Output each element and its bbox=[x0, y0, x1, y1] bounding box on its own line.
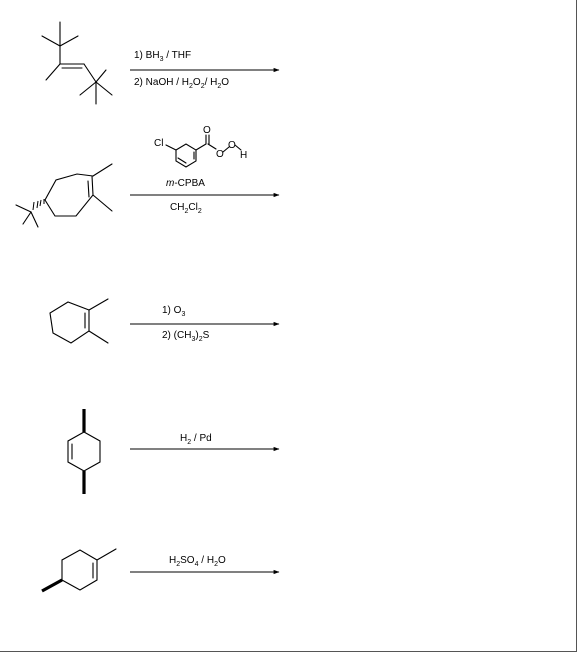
reaction-2-conditions-top: m-CPBA bbox=[166, 178, 205, 189]
reaction-4-conditions-top: H2 / Pd bbox=[180, 433, 212, 446]
reactant-2-tbutyl-dimethylcyclohexene bbox=[15, 163, 113, 228]
reagent-atom-o2: O bbox=[216, 149, 224, 160]
reaction-1-conditions-bottom: 2) NaOH / H2O2/ H2O bbox=[134, 77, 229, 90]
reaction-1: 1) BH3 / THF 2) NaOH / H2O2/ H2O bbox=[41, 21, 280, 105]
reagent-mcpba-structure: Cl O O O H bbox=[154, 125, 247, 168]
reagent-atom-o1: O bbox=[203, 125, 211, 136]
reaction-condition-text: CH2Cl2 bbox=[170, 202, 202, 215]
reaction-2-conditions-bottom: CH2Cl2 bbox=[170, 202, 202, 215]
reaction-3-conditions-bottom: 2) (CH3)2S bbox=[162, 330, 210, 343]
reaction-condition-text: 1) BH3 / THF bbox=[134, 50, 191, 63]
reaction-1-conditions-top: 1) BH3 / THF bbox=[134, 50, 191, 63]
reaction-5-conditions-top: H2SO4 / H2O bbox=[169, 555, 226, 568]
reaction-condition-text: 1) O3 bbox=[162, 305, 185, 318]
reaction-condition-text: 2) NaOH / H2O2/ H2O bbox=[134, 77, 229, 90]
reaction-condition-text: H2SO4 / H2O bbox=[169, 555, 226, 568]
reactant-1-alkene bbox=[41, 21, 113, 105]
reagent-atom-cl: Cl bbox=[154, 138, 163, 149]
reaction-3-conditions-top: 1) O3 bbox=[162, 305, 185, 318]
reaction-4: H2 / Pd bbox=[67, 409, 280, 494]
reagent-atom-o3: O bbox=[228, 140, 236, 151]
reaction-condition-text: 2) (CH3)2S bbox=[162, 330, 210, 343]
reaction-condition-text: m-CPBA bbox=[166, 178, 205, 189]
reaction-2: Cl O O O H m-CPBA CH2Cl2 bbox=[15, 125, 280, 228]
reaction-condition-text: H2 / Pd bbox=[180, 433, 212, 446]
reagent-atom-h: H bbox=[240, 150, 247, 161]
reactant-5-dimethylcyclohexene bbox=[41, 548, 117, 593]
reaction-5: H2SO4 / H2O bbox=[41, 548, 280, 593]
reactant-4-dimethylcyclohexene bbox=[67, 409, 101, 494]
reactant-3-dimethylcyclohexene bbox=[49, 298, 109, 344]
reaction-3: 1) O3 2) (CH3)2S bbox=[49, 298, 280, 344]
